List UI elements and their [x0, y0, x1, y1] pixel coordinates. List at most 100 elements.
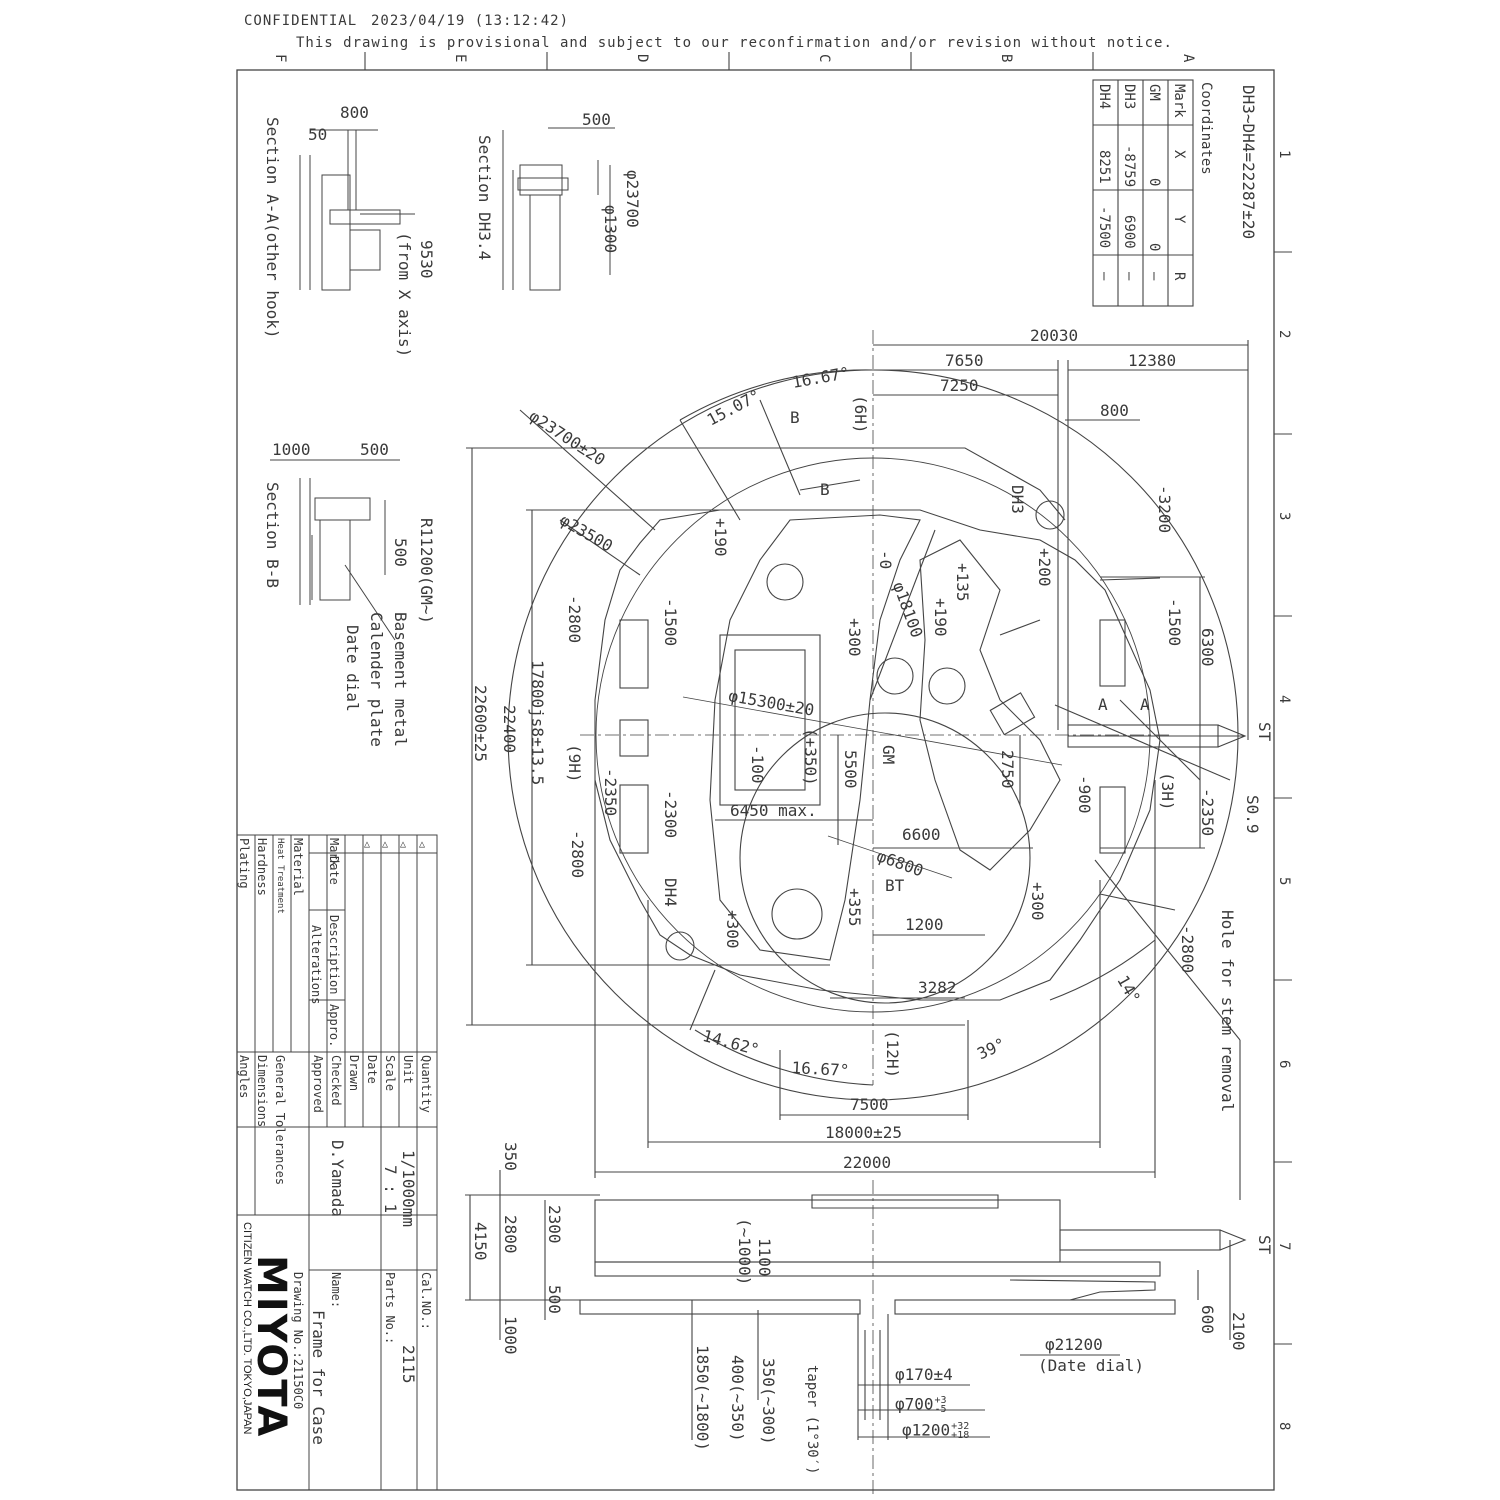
grid-col-E: E [452, 54, 468, 63]
side-stem-st: ST [1255, 1235, 1274, 1255]
tb-checked-label: Checked [329, 1055, 343, 1106]
tb-rev-mark-2: △ [382, 839, 389, 850]
coord-y-dh4: -7500 [1096, 206, 1112, 249]
side-dim-1100: 1100 [755, 1238, 774, 1277]
dim-6450-max: 6450 max. [730, 801, 817, 820]
label-basement-metal: Basement metal [391, 612, 410, 747]
dim-17800: 17800js8±13.5 [528, 660, 547, 786]
section-dh-500: 500 [582, 110, 611, 129]
coord-header-mark: Mark [1171, 84, 1187, 118]
grid-row-5: 5 [1276, 877, 1292, 886]
offset-minus0: -0 [876, 550, 895, 570]
section-bb-500b: 500 [391, 538, 410, 567]
side-dim-1000: 1000 [501, 1316, 520, 1355]
offset-m2800b: -2800 [568, 830, 587, 879]
offset-m2350b: -2350 [1198, 788, 1217, 837]
coord-mark-dh4: DH4 [1096, 84, 1112, 110]
coord-x-gm: 0 [1146, 178, 1162, 187]
side-phi700-lower: -5 [934, 1404, 947, 1415]
tb-drawn-label: Drawn [347, 1055, 361, 1092]
section-aa-50: 50 [308, 125, 328, 144]
provisional-notice: This drawing is provisional and subject … [296, 35, 1173, 51]
side-phi1200-lower: +18 [951, 1430, 970, 1441]
section-mark-a2: A [1140, 695, 1150, 714]
tb-unit-value: 1/1000mm [399, 1150, 418, 1228]
offset-p300c: +300 [723, 910, 742, 949]
tb-hardness: Hardness [255, 838, 269, 896]
dim-3282: 3282 [918, 978, 957, 997]
tb-scale-label: Scale [383, 1055, 397, 1092]
section-aa-title: Section A-A(other hook) [263, 117, 282, 339]
dim-1200: 1200 [905, 915, 944, 934]
tb-plating: Plating [237, 838, 251, 889]
side-date-dial: (Date dial) [1038, 1356, 1144, 1375]
section-dh-title: Section DH3.4 [475, 135, 494, 261]
tb-date-label: Date [365, 1055, 379, 1084]
tb-alter-appro: Appro. [327, 1004, 341, 1048]
offset-m2800c: -2800 [1178, 925, 1197, 974]
dim-20030: 20030 [1030, 326, 1079, 345]
side-dim-500: 500 [545, 1285, 564, 1314]
dim-7500: 7500 [850, 1095, 889, 1114]
section-bb-r11200: R11200(GM~) [417, 518, 436, 624]
coord-y-gm: 0 [1146, 243, 1162, 252]
offset-m2300: -2300 [661, 790, 680, 839]
side-phi1200-upper: +32 [951, 1421, 970, 1432]
section-views [270, 127, 615, 641]
offset-p190a: +190 [711, 518, 730, 557]
coord-header-x: X [1171, 150, 1187, 159]
coord-x-dh4: 8251 [1096, 150, 1112, 184]
title-block-grid [236, 834, 438, 1491]
grid-row-7: 7 [1276, 1242, 1292, 1251]
dim-22600: 22600±25 [471, 685, 490, 763]
mark-9h: (9H) [565, 744, 584, 783]
grid-row-4: 4 [1276, 695, 1292, 704]
tb-scale-value: 7 : 1 [381, 1165, 400, 1214]
dim-12380: 12380 [1128, 351, 1177, 370]
side-dim-400: 400(~350) [728, 1355, 747, 1442]
tb-parts-label: Parts No.: [383, 1272, 397, 1345]
section-dh-phi23700: φ23700 [623, 170, 642, 228]
offset-p300a: +300 [845, 618, 864, 657]
side-dim-2300: 2300 [545, 1205, 564, 1244]
mark-12h: (12H) [883, 1030, 902, 1079]
section-aa-9530: 9530 [417, 240, 436, 279]
side-view [465, 1170, 1247, 1495]
side-dim-600: 600 [1198, 1305, 1217, 1334]
side-dim-1850: 1850(~1800) [693, 1345, 712, 1451]
coord-header-y: Y [1171, 215, 1187, 224]
offset-m3200: -3200 [1155, 485, 1174, 534]
grid-col-B: B [998, 54, 1014, 63]
company-name: CITIZEN WATCH CO.,LTD. TOKYO,JAPAN [241, 1222, 253, 1435]
grid-row-6: 6 [1276, 1060, 1292, 1069]
offset-m2350a: -2350 [601, 768, 620, 817]
section-aa-from-x: (from X axis) [395, 232, 414, 358]
coord-header-r: R [1171, 272, 1187, 281]
tb-alter-description: Description [327, 915, 341, 995]
label-date-dial: Date dial [343, 625, 362, 712]
dh3-dh4-distance: DH3~DH4=22287±20 [1239, 85, 1258, 240]
side-dim-2100: 2100 [1229, 1312, 1248, 1351]
tb-name-value: Frame for Case [309, 1310, 328, 1445]
tb-rev-mark-4: △ [419, 839, 426, 850]
tb-alterations: Alterations [309, 925, 323, 1005]
label-calender-plate: Calender plate [367, 612, 386, 747]
tb-checked-value: D.Yamada [328, 1140, 347, 1218]
section-bb-500: 500 [360, 440, 389, 459]
mark-6h: (6H) [851, 395, 870, 434]
section-aa-800: 800 [340, 103, 369, 122]
side-phi170: φ170±4 [895, 1365, 953, 1384]
offset-m100: -100 [748, 745, 767, 784]
section-mark-b1: B [790, 408, 800, 427]
side-dim-1000b: (~1000) [735, 1218, 754, 1286]
tb-quantity-label: Quantity [419, 1055, 433, 1113]
coord-r-dh4: — [1096, 272, 1112, 281]
tb-name-label: Name: [329, 1272, 343, 1309]
dim-18000: 18000±25 [825, 1123, 903, 1142]
mark-3h: (3H) [1158, 772, 1177, 811]
dim-22000: 22000 [843, 1153, 892, 1172]
mark-dh3: DH3 [1008, 485, 1027, 514]
coordinates-title: Coordinates [1198, 82, 1214, 175]
label-stem-removal-hole: Hole for stem removal [1218, 910, 1237, 1113]
